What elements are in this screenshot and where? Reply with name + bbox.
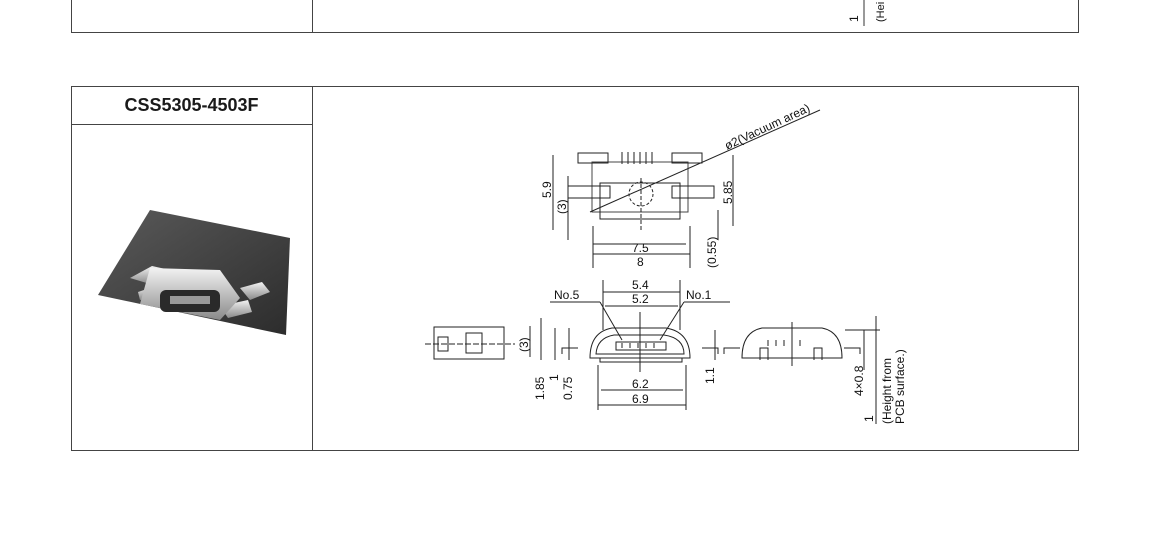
dim-5-4: 5.4	[632, 278, 649, 292]
previous-table-divider	[312, 0, 313, 32]
previous-dim-1: 1	[847, 15, 861, 22]
previous-table-dims: 1 (Hei	[847, 0, 887, 26]
note-height-line1: (Height from	[880, 358, 894, 424]
front-view	[540, 280, 730, 410]
dim-0-55: (0.55)	[705, 237, 719, 268]
label-no-5: No.5	[554, 288, 580, 302]
part-table-divider	[312, 86, 313, 451]
dim-1-85: 1.85	[533, 376, 547, 400]
previous-part-table	[71, 0, 1079, 33]
dim-5-2: 5.2	[632, 292, 649, 306]
connector-body	[130, 266, 270, 320]
dim-6-2: 6.2	[632, 377, 649, 391]
label-no-1: No.1	[686, 288, 712, 302]
rear-view	[723, 316, 880, 424]
dim-vacuum-area: ø2(Vacuum area)	[722, 101, 812, 153]
dim-1-1: 1.1	[703, 367, 717, 384]
note-height-line2: PCB surface.)	[893, 349, 907, 424]
dim-5-9: 5.9	[540, 181, 554, 198]
dim-height-1: 1	[862, 415, 876, 422]
dim-5-85: 5.85	[721, 180, 735, 204]
dim-0-75: 0.75	[561, 376, 575, 400]
side-view	[425, 326, 531, 360]
part-table	[71, 86, 1079, 451]
top-view	[552, 109, 821, 268]
part-number: CSS5305-4503F	[124, 94, 259, 115]
dim-7-5: 7.5	[632, 241, 649, 255]
dim-6-9: 6.9	[632, 392, 649, 406]
dim-3-side: (3)	[517, 337, 531, 352]
part-title-divider	[71, 124, 312, 125]
dim-1: 1	[547, 374, 561, 381]
dim-4x0-8: 4×0.8	[852, 365, 866, 396]
previous-dim-note: (Hei	[875, 2, 887, 22]
dim-8: 8	[637, 255, 644, 269]
connector-photo	[98, 210, 290, 335]
dim-3-top: (3)	[555, 199, 569, 214]
